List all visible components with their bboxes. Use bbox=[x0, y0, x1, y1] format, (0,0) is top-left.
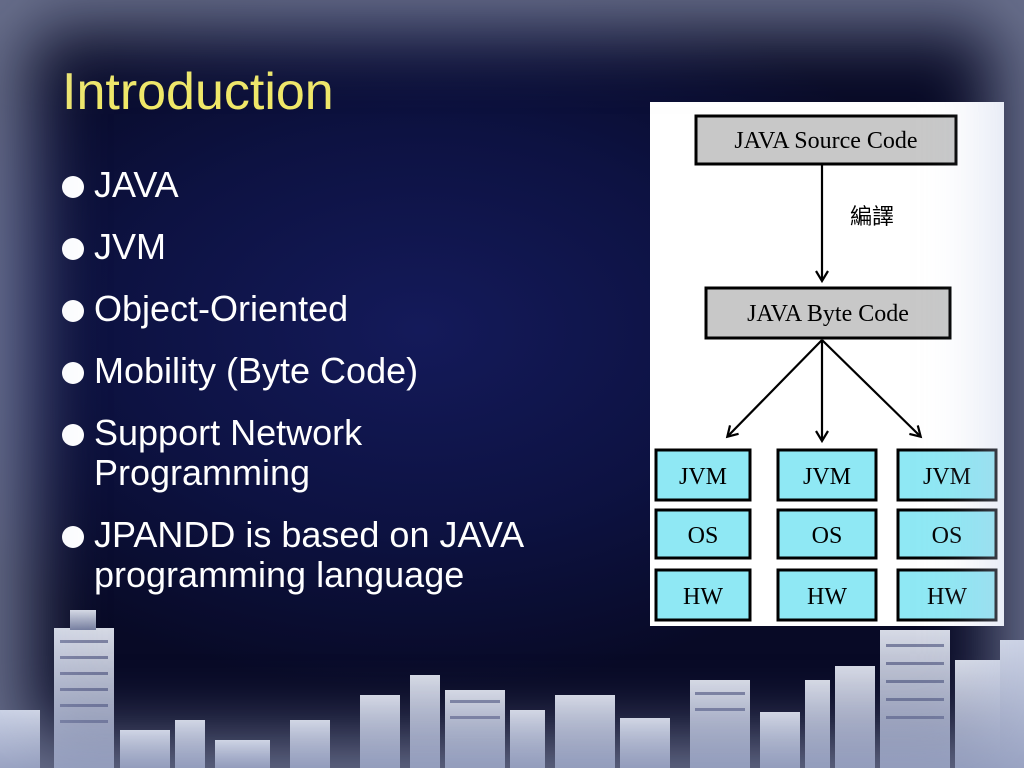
compile-label: 編譯 bbox=[850, 205, 894, 230]
hw-label: HW bbox=[807, 584, 847, 610]
jvm-box bbox=[776, 448, 878, 502]
jvm-label: JVM bbox=[923, 464, 971, 490]
source-code-label: JAVA Source Code bbox=[734, 128, 917, 154]
bullet-item: JAVA bbox=[60, 165, 650, 205]
os-box bbox=[896, 508, 998, 560]
byte-code-box: JAVA Byte Code bbox=[704, 286, 952, 340]
bullet-item: Mobility (Byte Code) bbox=[60, 351, 650, 391]
jvm-architecture-diagram: JAVA Source Code 編譯 JAVA Byte Code JVM O… bbox=[650, 102, 1004, 626]
os-box bbox=[654, 508, 752, 560]
os-label: OS bbox=[688, 523, 719, 549]
hw-label: HW bbox=[683, 584, 723, 610]
arrow-to-jvm-3 bbox=[821, 339, 923, 439]
hw-box bbox=[654, 568, 752, 622]
slide-title: Introduction bbox=[62, 63, 334, 121]
jvm-box bbox=[896, 448, 998, 502]
platform-column: JVM OS HW bbox=[896, 448, 998, 622]
jvm-label: JVM bbox=[803, 464, 851, 490]
os-label: OS bbox=[932, 523, 963, 549]
bullet-list: JAVA JVM Object-Oriented Mobility (Byte … bbox=[60, 165, 650, 617]
hw-box bbox=[776, 568, 878, 622]
platform-column: JVM OS HW bbox=[776, 448, 878, 622]
jvm-box bbox=[654, 448, 752, 502]
os-box bbox=[776, 508, 878, 560]
city-skyline-image bbox=[0, 610, 1024, 768]
bullet-item: Object-Oriented bbox=[60, 289, 650, 329]
jvm-label: JVM bbox=[679, 464, 727, 490]
source-code-box: JAVA Source Code bbox=[694, 114, 958, 166]
arrow-to-jvm-1 bbox=[725, 339, 823, 439]
hw-label: HW bbox=[927, 584, 967, 610]
bullet-item: JVM bbox=[60, 227, 650, 267]
bullet-item: JPANDD is based on JAVA programming lang… bbox=[60, 515, 654, 595]
hw-box bbox=[896, 568, 998, 622]
platform-column: JVM OS HW bbox=[654, 448, 752, 622]
byte-code-label: JAVA Byte Code bbox=[747, 301, 909, 327]
bullet-item: Support Network Programming bbox=[60, 413, 454, 493]
os-label: OS bbox=[812, 523, 843, 549]
